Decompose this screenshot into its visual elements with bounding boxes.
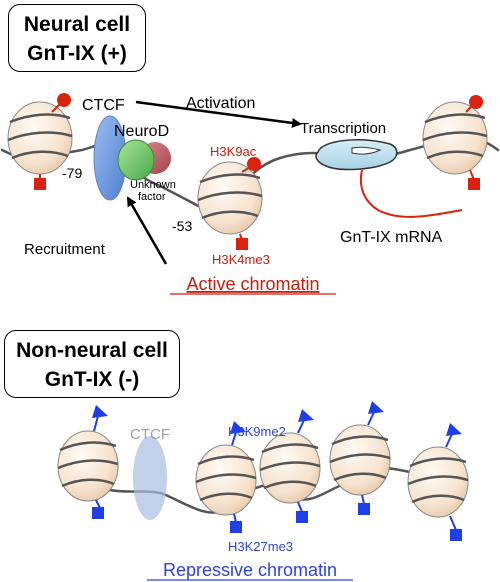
active-mark-circle-icon xyxy=(469,95,483,109)
minus53-label: -53 xyxy=(172,218,192,234)
unknown-factor-label-line1: Unknown xyxy=(130,179,176,191)
repressive-mark-triangle-icon xyxy=(230,421,246,434)
activation-label: Activation xyxy=(186,95,255,112)
nucleosome-r2 xyxy=(195,421,257,533)
nucleosome-2 xyxy=(197,157,263,250)
neurod-label: NeuroD xyxy=(114,123,169,140)
ctcf-faded-label: CTCF xyxy=(130,426,170,443)
repressive-mark-triangle-icon xyxy=(298,409,314,422)
nucleosome-1 xyxy=(7,93,73,190)
active-mark-square-icon xyxy=(468,178,480,190)
repressive-mark-square-icon xyxy=(358,503,370,515)
repressive-mark-triangle-icon xyxy=(446,423,462,436)
non-neural-cell-gntix-status: GnT-IX (-) xyxy=(44,368,140,391)
h3k9ac-label: H3K9ac xyxy=(210,144,257,159)
recruitment-arrow xyxy=(126,196,168,265)
non-neural-cell-title-box: Non-neural cell GnT-IX (-) xyxy=(4,330,180,398)
nucleosome-3 xyxy=(422,95,488,190)
repressive-mark-triangle-icon xyxy=(92,405,108,418)
neural-cell-gntix-status: GnT-IX (+) xyxy=(27,42,127,65)
minus79-label: -79 xyxy=(62,165,82,181)
neural-cell-title: Neural cell xyxy=(23,13,131,36)
nucleosome-r1 xyxy=(57,405,119,519)
active-mark-square-icon xyxy=(236,238,248,250)
h3k4me3-label: H3K4me3 xyxy=(212,252,270,267)
mrna-strand xyxy=(359,169,463,218)
mrna-label: GnT-IX mRNA xyxy=(340,229,443,246)
active-chromatin-label: Active chromatin xyxy=(186,274,319,294)
non-neural-cell-title: Non-neural cell xyxy=(16,339,168,362)
repressive-mark-square-icon xyxy=(450,529,462,541)
repressive-mark-square-icon xyxy=(296,511,308,523)
active-mark-square-icon xyxy=(34,178,46,190)
ctcf-label: CTCF xyxy=(82,97,125,114)
recruitment-label: Recruitment xyxy=(24,241,106,258)
h3k9me2-label: H3K9me2 xyxy=(228,424,286,439)
repressive-mark-triangle-icon xyxy=(368,401,384,414)
repressive-mark-square-icon xyxy=(92,507,104,519)
neurod-protein xyxy=(117,139,155,181)
polymerase-complex xyxy=(315,139,398,171)
ctcf-faded-protein xyxy=(133,436,167,520)
nucleosome-r5 xyxy=(407,423,469,541)
neural-cell-title-box: Neural cell GnT-IX (+) xyxy=(8,4,146,72)
transcription-label: Transcription xyxy=(300,120,386,137)
active-mark-circle-icon xyxy=(57,93,71,107)
nucleosome-r3 xyxy=(259,409,321,523)
activation-arrow xyxy=(135,100,302,128)
unknown-factor-label-line2: factor xyxy=(138,191,166,203)
repressive-mark-square-icon xyxy=(230,521,242,533)
active-mark-circle-icon xyxy=(247,157,261,171)
h3k27me3-label: H3K27me3 xyxy=(228,539,293,554)
nucleosome-r4 xyxy=(329,401,391,515)
repressive-chromatin-label: Repressive chromatin xyxy=(163,560,337,580)
